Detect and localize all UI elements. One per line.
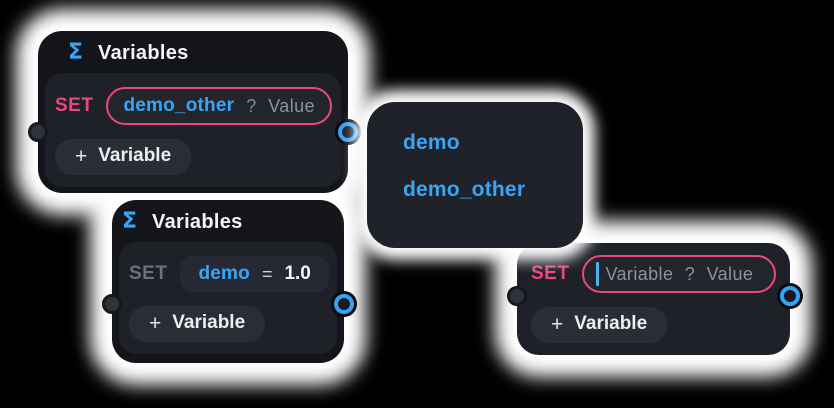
set-row: SET demo_other ? Value: [55, 87, 332, 125]
node-body: SET Variable ? Value + Variable: [517, 243, 790, 355]
node-title: Variables: [98, 41, 189, 64]
add-variable-label: Variable: [172, 312, 246, 333]
add-variable-button[interactable]: + Variable: [55, 139, 192, 175]
output-port[interactable]: [338, 122, 358, 142]
plus-icon: +: [149, 311, 162, 335]
text-cursor: [596, 262, 600, 286]
input-port[interactable]: [102, 294, 122, 314]
variable-value-field[interactable]: demo = 1.0: [180, 256, 329, 292]
add-variable-label: Variable: [98, 145, 172, 166]
variable-input[interactable]: Variable ? Value: [582, 255, 776, 293]
variables-node-top: Σ Variables SET demo_other ? Value + Var…: [28, 31, 358, 193]
variable-name: demo: [198, 263, 250, 284]
variable-name: demo_other: [123, 95, 235, 116]
equals-sign: =: [261, 263, 273, 284]
set-label: SET: [531, 263, 570, 284]
plus-icon: +: [551, 312, 564, 336]
variables-node-middle: Σ Variables SET demo = 1.0 + Variable: [102, 200, 354, 363]
node-title: Variables: [152, 210, 243, 233]
node-body: SET demo_other ? Value + Variable: [45, 73, 341, 187]
node-drag-handle[interactable]: Σ Variables: [112, 200, 344, 242]
plus-icon: +: [75, 144, 88, 168]
input-placeholder: Variable ? Value: [605, 263, 754, 284]
output-port[interactable]: [780, 286, 800, 306]
sigma-icon: Σ: [122, 209, 138, 234]
set-row: SET Variable ? Value: [531, 255, 776, 293]
autocomplete-option[interactable]: demo: [403, 131, 460, 154]
separator-question-mark: ?: [246, 95, 257, 116]
variable-value-field[interactable]: demo_other ? Value: [106, 87, 332, 125]
set-label: SET: [55, 95, 94, 116]
add-variable-label: Variable: [574, 313, 648, 334]
output-port[interactable]: [334, 294, 354, 314]
add-variable-button[interactable]: + Variable: [129, 306, 266, 342]
sigma-icon: Σ: [68, 40, 84, 65]
autocomplete-option[interactable]: demo_other: [403, 178, 526, 201]
node-drag-handle[interactable]: Σ Variables: [38, 31, 348, 73]
add-variable-button[interactable]: + Variable: [531, 307, 668, 343]
input-port[interactable]: [507, 286, 527, 306]
set-row: SET demo = 1.0: [129, 256, 329, 292]
node-body: SET demo = 1.0 + Variable: [119, 242, 337, 354]
variable-value: 1.0: [284, 263, 311, 284]
variables-node-right: SET Variable ? Value + Variable: [507, 243, 800, 355]
input-port[interactable]: [28, 122, 48, 142]
value-placeholder: Value: [268, 95, 315, 116]
variable-autocomplete-dropdown: demo demo_other: [367, 102, 583, 248]
set-label: SET: [129, 263, 168, 284]
